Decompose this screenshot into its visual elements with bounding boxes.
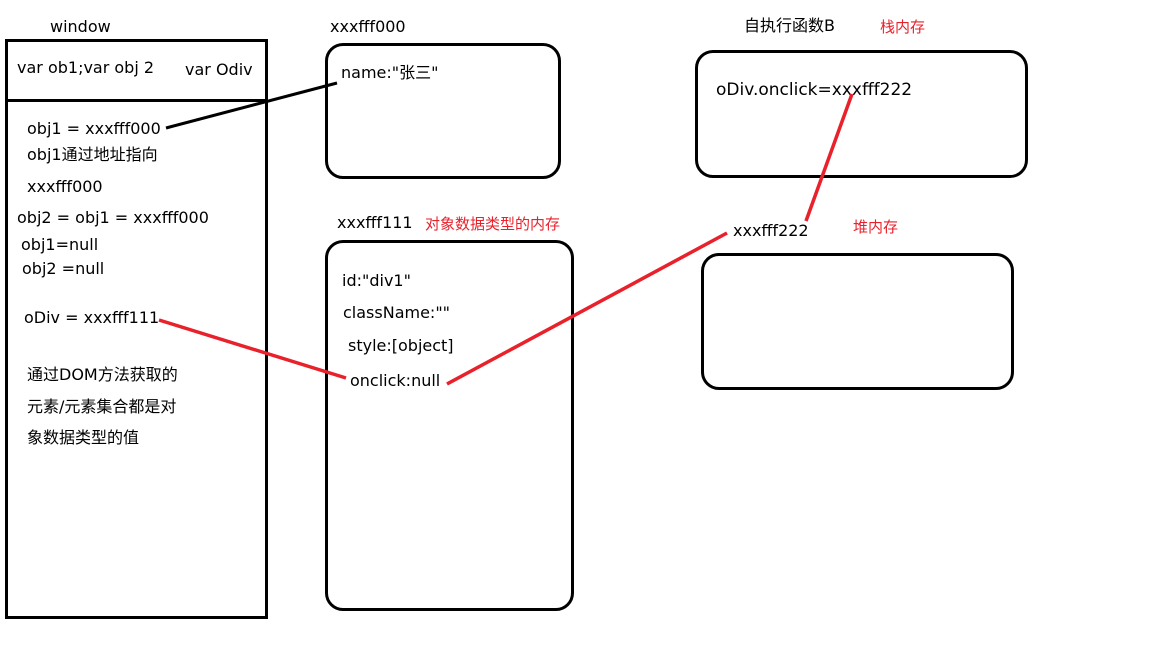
window-note-line-1: 通过DOM方法获取的 bbox=[27, 365, 178, 384]
func-b-content: oDiv.onclick=xxxfff222 bbox=[716, 80, 913, 100]
heap-b-prop-classname: className:"" bbox=[343, 303, 451, 322]
window-line-obj2: obj2 = obj1 = xxxfff000 bbox=[17, 208, 209, 227]
heap-a-address: xxxfff000 bbox=[330, 17, 406, 36]
window-line-obj2-null: obj2 =null bbox=[22, 259, 105, 278]
link-onclick-to-heap-c bbox=[446, 231, 728, 386]
heap-b-note: 对象数据类型的内存 bbox=[425, 215, 561, 233]
window-line-obj1: obj1 = xxxfff000 bbox=[27, 119, 161, 138]
heap-a-content: name:"张三" bbox=[341, 63, 439, 82]
link-obj1-to-heap-a bbox=[165, 81, 338, 130]
heap-c-address: xxxfff222 bbox=[733, 221, 809, 240]
window-line-odiv: oDiv = xxxfff111 bbox=[24, 308, 160, 327]
func-b-note: 栈内存 bbox=[880, 18, 926, 36]
link-heap-c-to-func-b bbox=[804, 93, 854, 222]
window-note-line-2: 元素/元素集合都是对 bbox=[27, 397, 177, 416]
window-header-divider bbox=[7, 99, 266, 102]
heap-c-box bbox=[701, 253, 1014, 390]
window-line-obj1-note: obj1通过地址指向 bbox=[27, 145, 158, 164]
heap-b-prop-id: id:"div1" bbox=[342, 271, 411, 290]
heap-b-prop-onclick: onclick:null bbox=[350, 371, 441, 390]
heap-a-box bbox=[325, 43, 561, 179]
window-title: window bbox=[50, 17, 111, 36]
func-b-box bbox=[695, 50, 1028, 178]
heap-b-address: xxxfff111 bbox=[337, 213, 413, 232]
window-header-left: var ob1;var obj 2 bbox=[17, 58, 155, 77]
window-line-address: xxxfff000 bbox=[27, 177, 103, 196]
heap-b-box bbox=[325, 240, 574, 611]
func-b-title: 自执行函数B bbox=[744, 16, 835, 35]
heap-c-note: 堆内存 bbox=[853, 218, 899, 236]
window-panel bbox=[5, 39, 268, 619]
window-note-line-3: 象数据类型的值 bbox=[27, 428, 140, 447]
link-odiv-to-onclick bbox=[158, 318, 347, 380]
heap-b-prop-style: style:[object] bbox=[348, 336, 454, 355]
window-line-obj1-null: obj1=null bbox=[21, 235, 99, 254]
window-header-right: var Odiv bbox=[185, 60, 253, 79]
